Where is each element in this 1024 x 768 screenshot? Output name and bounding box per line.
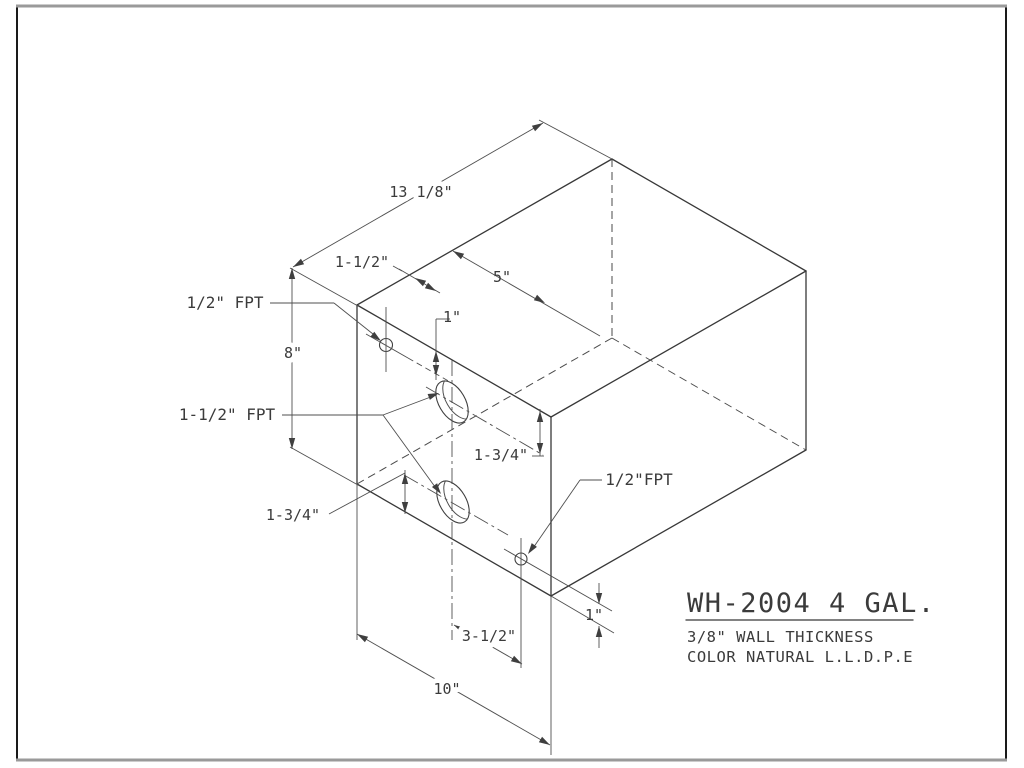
wall-thickness-note: 3/8" WALL THICKNESS <box>687 628 874 646</box>
label-fitting-mid: 1-1/2" FPT <box>179 405 276 424</box>
dim-upper-hole-offset: 1-3/4" <box>474 446 528 464</box>
hole-lower <box>436 476 476 524</box>
page-border <box>16 4 1007 762</box>
dim-hole-plane-offset: 5" <box>493 268 511 286</box>
center-lines <box>365 307 613 668</box>
hole-upper <box>435 376 475 424</box>
dim-height: 8" <box>284 344 302 362</box>
dim-top-fitting-drop: 1" <box>443 308 461 326</box>
dim-drain-height: 1" <box>585 606 603 624</box>
dim-top-fitting-offset: 1-1/2" <box>335 253 389 271</box>
line-work <box>270 119 807 755</box>
arrowheads <box>288 123 603 745</box>
dim-lower-hole-offset: 1-3/4" <box>266 506 320 524</box>
color-material-note: COLOR NATURAL L.L.D.P.E <box>687 648 913 666</box>
label-fitting-bottom: 1/2"FPT <box>605 470 673 489</box>
label-fitting-top: 1/2" FPT <box>186 293 263 312</box>
dim-width: 10" <box>433 680 460 698</box>
model-title: WH-2004 4 GAL. <box>687 588 936 619</box>
dim-depth: 13 1/8" <box>389 183 452 201</box>
title-block: WH-2004 4 GAL. 3/8" WALL THICKNESS COLOR… <box>685 588 936 666</box>
dim-hole-spacing: 3-1/2" <box>462 627 516 645</box>
labels: 13 1/8" 1-1/2" 5" 1" 8" 1/2" FPT 1-1/2" … <box>179 178 673 703</box>
